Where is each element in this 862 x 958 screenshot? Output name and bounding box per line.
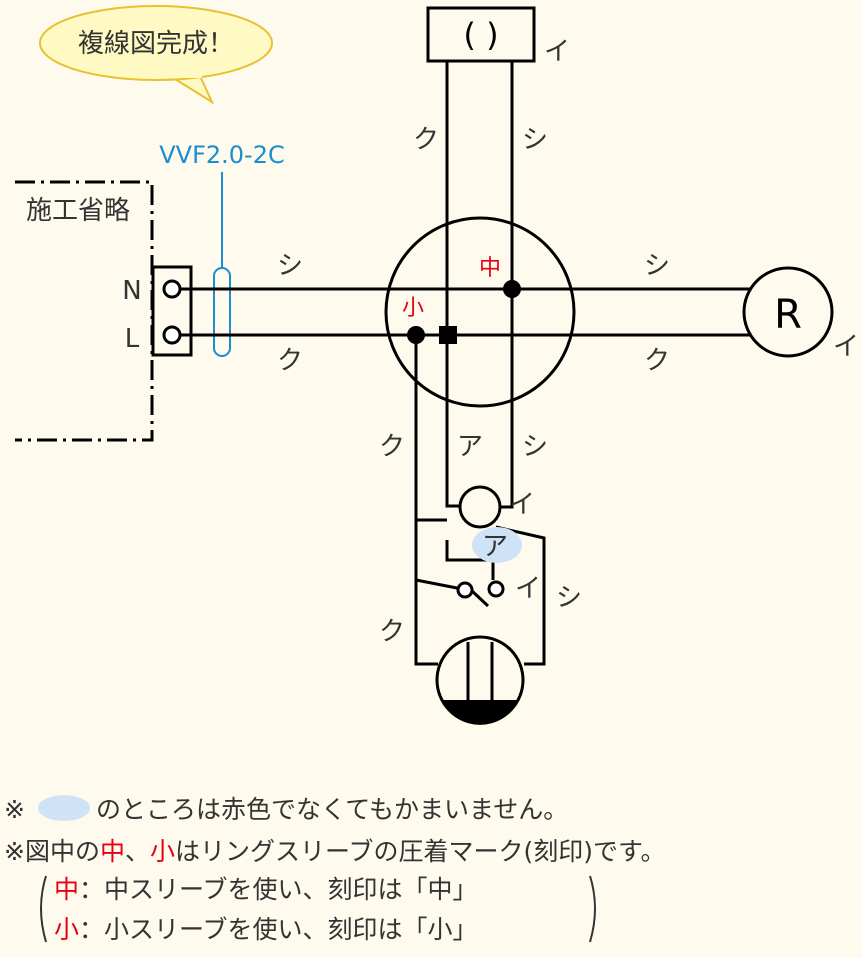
note-1-prefix: ※: [4, 795, 25, 824]
terminal-l-label: L: [125, 324, 140, 354]
wire-label: ク: [644, 346, 670, 376]
note-1-text: のところは赤色でなくてもかまいません。: [96, 795, 568, 824]
wire-label: シ: [556, 583, 582, 613]
ceiling-lamp: [435, 635, 525, 725]
pilot-tag: イ: [509, 490, 535, 520]
receptacle: [742, 266, 834, 358]
wire-label: シ: [644, 251, 670, 281]
receptacle-text: R: [774, 292, 802, 338]
lamp-box-text: ( ): [463, 16, 498, 54]
medium-sleeve-dot: [503, 280, 521, 298]
pilot-lamp: [458, 485, 502, 529]
notes: ※ のところは赤色でなくてもかまいません。 ※図中の中、小はリングスリーブの圧着…: [4, 795, 666, 944]
lamp-box-tag: イ: [544, 37, 570, 67]
wire-label: シ: [277, 251, 303, 281]
speech-bubble: 複線図完成！: [39, 5, 273, 105]
wire-label: シ: [522, 432, 548, 462]
wire-label: ク: [379, 617, 405, 647]
highlight: [472, 527, 522, 563]
omitted-label: 施工省略: [26, 196, 130, 226]
medium-mark: 中: [479, 256, 501, 281]
wire-label: ク: [413, 125, 439, 155]
note-highlight-sample: [38, 795, 90, 821]
pilot-below-label: ア: [482, 532, 508, 562]
wire-label: ク: [379, 432, 405, 462]
junction-box: [384, 216, 576, 408]
cable-marker: [213, 267, 231, 357]
wire-label: ク: [277, 346, 303, 376]
receptacle-tag: イ: [833, 332, 859, 362]
bubble-text: 複線図完成！: [78, 29, 234, 59]
small-sleeve-dot: [407, 326, 425, 344]
note-3: 中：中スリーブを使い、刻印は「中」: [54, 875, 478, 904]
cable-label: VVF2.0-2C: [159, 141, 285, 169]
switch: [456, 580, 505, 608]
lamp-box: [426, 6, 536, 63]
omitted-box: [15, 180, 154, 442]
wire-label: ア: [457, 432, 483, 462]
terminal-block: [151, 265, 193, 357]
small-mark: 小: [402, 296, 424, 321]
wires: [180, 62, 758, 666]
terminal-connector: [439, 326, 457, 344]
note-2: ※図中の中、小はリングスリーブの圧着マーク(刻印)です。: [4, 837, 666, 866]
terminal-n-label: N: [122, 276, 141, 306]
wire-label: シ: [522, 125, 548, 155]
switch-tag: イ: [515, 574, 541, 604]
note-4: 小：小スリーブを使い、刻印は「小」: [54, 915, 478, 944]
